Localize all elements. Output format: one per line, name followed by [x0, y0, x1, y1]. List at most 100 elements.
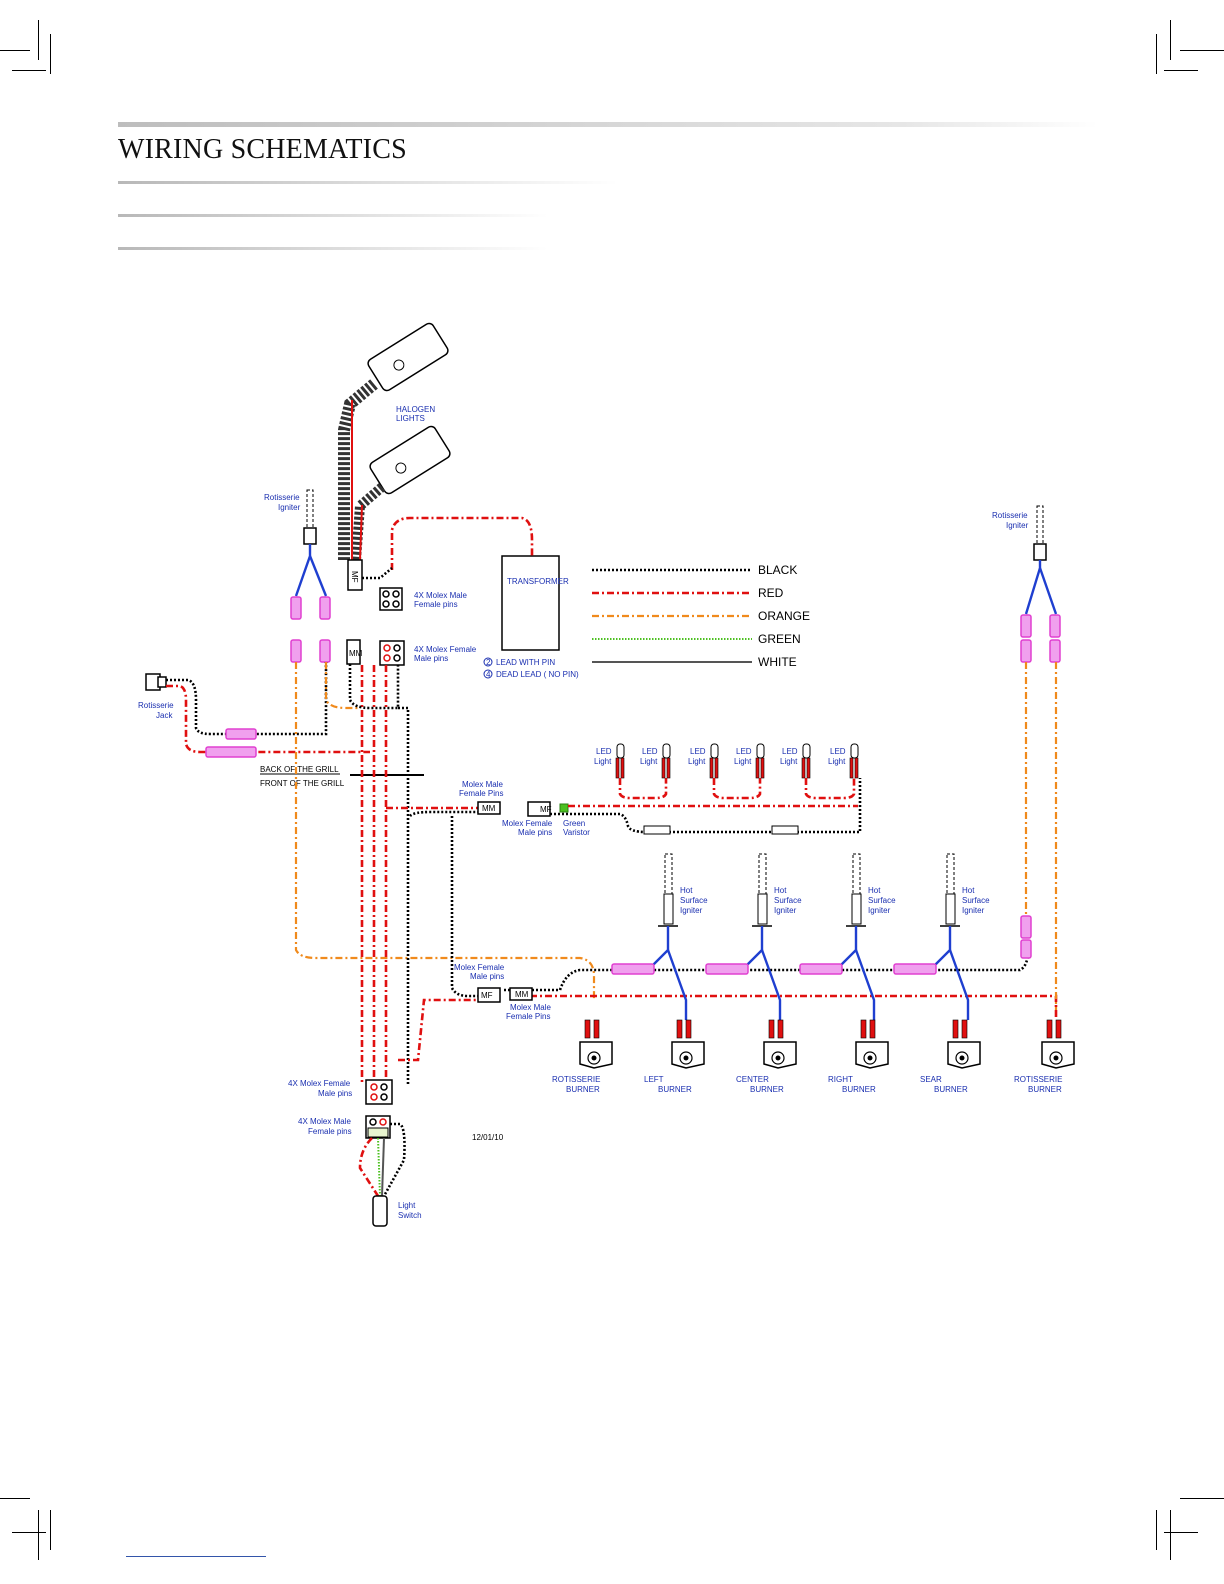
svg-text:Female Pins: Female Pins [459, 789, 503, 798]
page-title: WIRING SCHEMATICS [118, 134, 407, 165]
led-label: LED [736, 747, 752, 756]
halogen-plug [347, 559, 363, 591]
svg-text:DEAD LEAD ( NO PIN): DEAD LEAD ( NO PIN) [496, 670, 579, 679]
svg-text:4X Molex Female: 4X Molex Female [414, 645, 477, 654]
svg-text:Molex Female: Molex Female [454, 963, 505, 972]
crop-mark [38, 20, 39, 60]
svg-text:Rotisserie: Rotisserie [264, 493, 300, 502]
svg-text:Male pins: Male pins [318, 1089, 352, 1098]
led-label: LED [830, 747, 846, 756]
svg-text:MF: MF [481, 991, 493, 1000]
igniter-label: Hot [774, 886, 787, 895]
svg-text:MF: MF [540, 805, 552, 814]
burner-label: ROTISSERIE [552, 1075, 600, 1084]
svg-text:MM: MM [515, 990, 529, 999]
svg-text:Molex Female: Molex Female [502, 819, 553, 828]
halogen-lamp-housing [369, 425, 451, 495]
svg-text:Molex Male: Molex Male [462, 780, 503, 789]
legend-label: GREEN [758, 632, 801, 646]
crop-mark [0, 1498, 30, 1499]
section-rule [118, 214, 548, 217]
legend-label: RED [758, 586, 784, 600]
svg-text:TRANSFORMER: TRANSFORMER [507, 577, 569, 586]
main-harness [294, 662, 596, 1084]
burner-label: BURNER [750, 1085, 784, 1094]
molex-pair-lower: MF MM Molex Female Male pins Molex Male … [454, 963, 551, 1021]
hot-surface-igniters: HotSurfaceIgniterHotSurfaceIgniterHotSur… [504, 853, 1058, 1020]
svg-text:2: 2 [486, 658, 491, 667]
burner-label: CENTER [736, 1075, 769, 1084]
transformer: TRANSFORMER [362, 516, 569, 651]
crop-mark [12, 1532, 46, 1533]
molex-4x-bottom: 4X Molex Female Male pins 4X Molex Male … [288, 1079, 393, 1139]
molex-4x-top: 4X Molex Male Female pins 4X Molex Femal… [346, 587, 477, 666]
halogen-label: HALOGEN [396, 405, 435, 414]
crop-mark [1156, 34, 1157, 74]
igniter-label: Surface [868, 896, 896, 905]
svg-text:MM: MM [482, 804, 496, 813]
svg-text:Green: Green [563, 819, 585, 828]
sun-icon [395, 462, 407, 474]
svg-text:Female pins: Female pins [414, 600, 458, 609]
crop-mark [1164, 1532, 1198, 1533]
footer-rule [126, 1556, 266, 1557]
igniter-label: Surface [962, 896, 990, 905]
igniter-label: Hot [680, 886, 693, 895]
crop-mark [50, 1510, 51, 1550]
rotisserie-jack: Rotisserie Jack [138, 662, 370, 758]
crop-mark [1156, 1510, 1157, 1550]
led-label: LED [782, 747, 798, 756]
crop-mark [0, 50, 30, 51]
sun-icon [393, 359, 405, 371]
crop-mark [50, 34, 51, 74]
svg-text:4X Molex Female: 4X Molex Female [288, 1079, 351, 1088]
igniter-label: Igniter [962, 906, 985, 915]
title-underline-rule [118, 181, 618, 184]
crop-mark [38, 1510, 39, 1560]
crop-mark [12, 70, 46, 71]
pin-notes: 2 LEAD WITH PIN 4 DEAD LEAD ( NO PIN) [483, 657, 579, 679]
svg-text:Male pins: Male pins [470, 972, 504, 981]
svg-text:Male pins: Male pins [518, 828, 552, 837]
svg-text:4X Molex Male: 4X Molex Male [414, 591, 467, 600]
burner-label: BURNER [1028, 1085, 1062, 1094]
wire-color-legend: BLACK RED ORANGE GREEN WHITE [592, 563, 810, 669]
burner-label: ROTISSERIE [1014, 1075, 1062, 1084]
svg-text:MF: MF [350, 571, 359, 583]
svg-text:MM: MM [349, 649, 363, 658]
svg-text:Varistor: Varistor [563, 828, 590, 837]
igniter-label: Igniter [774, 906, 797, 915]
svg-text:Rotisserie: Rotisserie [992, 511, 1028, 520]
date-code: 12/01/10 [472, 1133, 504, 1142]
section-rule [118, 247, 548, 250]
header-top-rule [118, 122, 1098, 127]
crop-mark [1180, 1498, 1224, 1499]
igniter-label: Hot [962, 886, 975, 895]
light-switch: Light Switch [358, 1122, 422, 1227]
svg-text:Switch: Switch [398, 1211, 422, 1220]
svg-text:Igniter: Igniter [278, 503, 301, 512]
svg-text:Male pins: Male pins [414, 654, 448, 663]
crop-mark [1164, 70, 1198, 71]
halogen-lamp-housing [367, 322, 449, 392]
igniter-label: Igniter [680, 906, 703, 915]
igniter-label: Surface [680, 896, 708, 905]
legend-label: WHITE [758, 655, 797, 669]
svg-text:4X Molex Male: 4X Molex Male [298, 1117, 351, 1126]
led-label: Light [828, 757, 846, 766]
rotisserie-igniter-left: Rotisserie Igniter [264, 489, 331, 663]
svg-text:Igniter: Igniter [1006, 521, 1029, 530]
burner-label: RIGHT [828, 1075, 853, 1084]
resistor [771, 825, 799, 835]
